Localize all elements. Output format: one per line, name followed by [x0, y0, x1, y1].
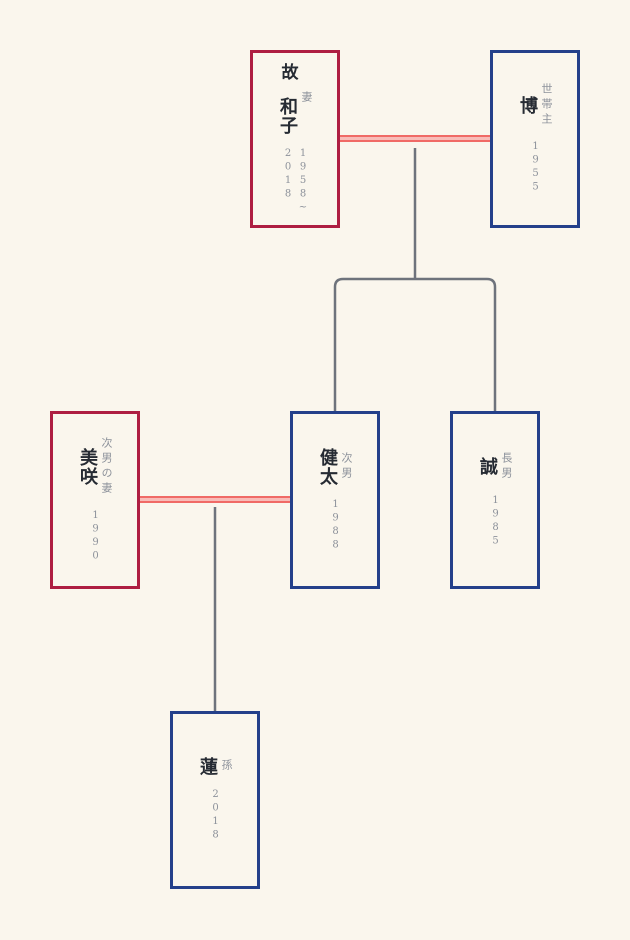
person-card-eldest-son[interactable]: 誠 長男 1985 — [450, 411, 540, 589]
relation-label: 妻 — [300, 91, 313, 107]
person-name-row: 誠 長男 — [477, 451, 513, 482]
person-name-row: 健太 次男 — [317, 447, 353, 486]
person-name: 健太 — [317, 447, 338, 486]
birth-year: 1988 — [330, 498, 341, 553]
birth-year: 2018 — [210, 789, 221, 843]
person-dates: 1985 — [490, 494, 501, 549]
marriage-line-misaki-kenta — [140, 496, 290, 503]
death-year: 2018 — [282, 147, 294, 202]
person-dates: 1955 — [530, 141, 541, 195]
person-card-household-head[interactable]: 博 世帯主 1955 — [490, 50, 580, 228]
person-name: 誠 — [477, 457, 498, 476]
birth-year: 1990 — [90, 509, 101, 564]
birth-year: 1958~ — [297, 147, 309, 216]
person-dates: 1958~ 2018 — [282, 147, 309, 216]
person-name-row: 蓮 孫 — [197, 757, 233, 776]
relation-label: 世帯主 — [540, 83, 553, 128]
person-dates: 1988 — [330, 498, 341, 553]
relation-label: 次男 — [340, 451, 353, 482]
birth-year: 1985 — [490, 494, 501, 549]
birth-year: 1955 — [530, 141, 541, 195]
relation-label: 次男の妻 — [100, 436, 113, 497]
person-dates: 2018 — [210, 789, 221, 843]
person-name-row: 故 和子 妻 — [277, 62, 313, 135]
person-name-column: 故 和子 — [277, 62, 298, 135]
relation-label: 長男 — [500, 451, 513, 482]
person-card-second-son-wife[interactable]: 美咲 次男の妻 1990 — [50, 411, 140, 589]
person-name: 美咲 — [77, 447, 98, 486]
person-name-row: 美咲 次男の妻 — [77, 436, 113, 497]
person-card-wife[interactable]: 故 和子 妻 1958~ 2018 — [250, 50, 340, 228]
person-name: 博 — [517, 96, 538, 115]
person-name: 和子 — [277, 96, 298, 135]
marriage-line-kazuko-hiroshi — [340, 135, 490, 142]
person-name-row: 博 世帯主 — [517, 83, 553, 128]
children-branch-connector — [333, 277, 497, 411]
relation-label: 孫 — [220, 759, 233, 774]
person-card-grandchild[interactable]: 蓮 孫 2018 — [170, 711, 260, 889]
deceased-prefix: 故 — [277, 62, 298, 81]
person-name: 蓮 — [197, 757, 218, 776]
person-dates: 1990 — [90, 509, 101, 564]
person-card-second-son[interactable]: 健太 次男 1988 — [290, 411, 380, 589]
